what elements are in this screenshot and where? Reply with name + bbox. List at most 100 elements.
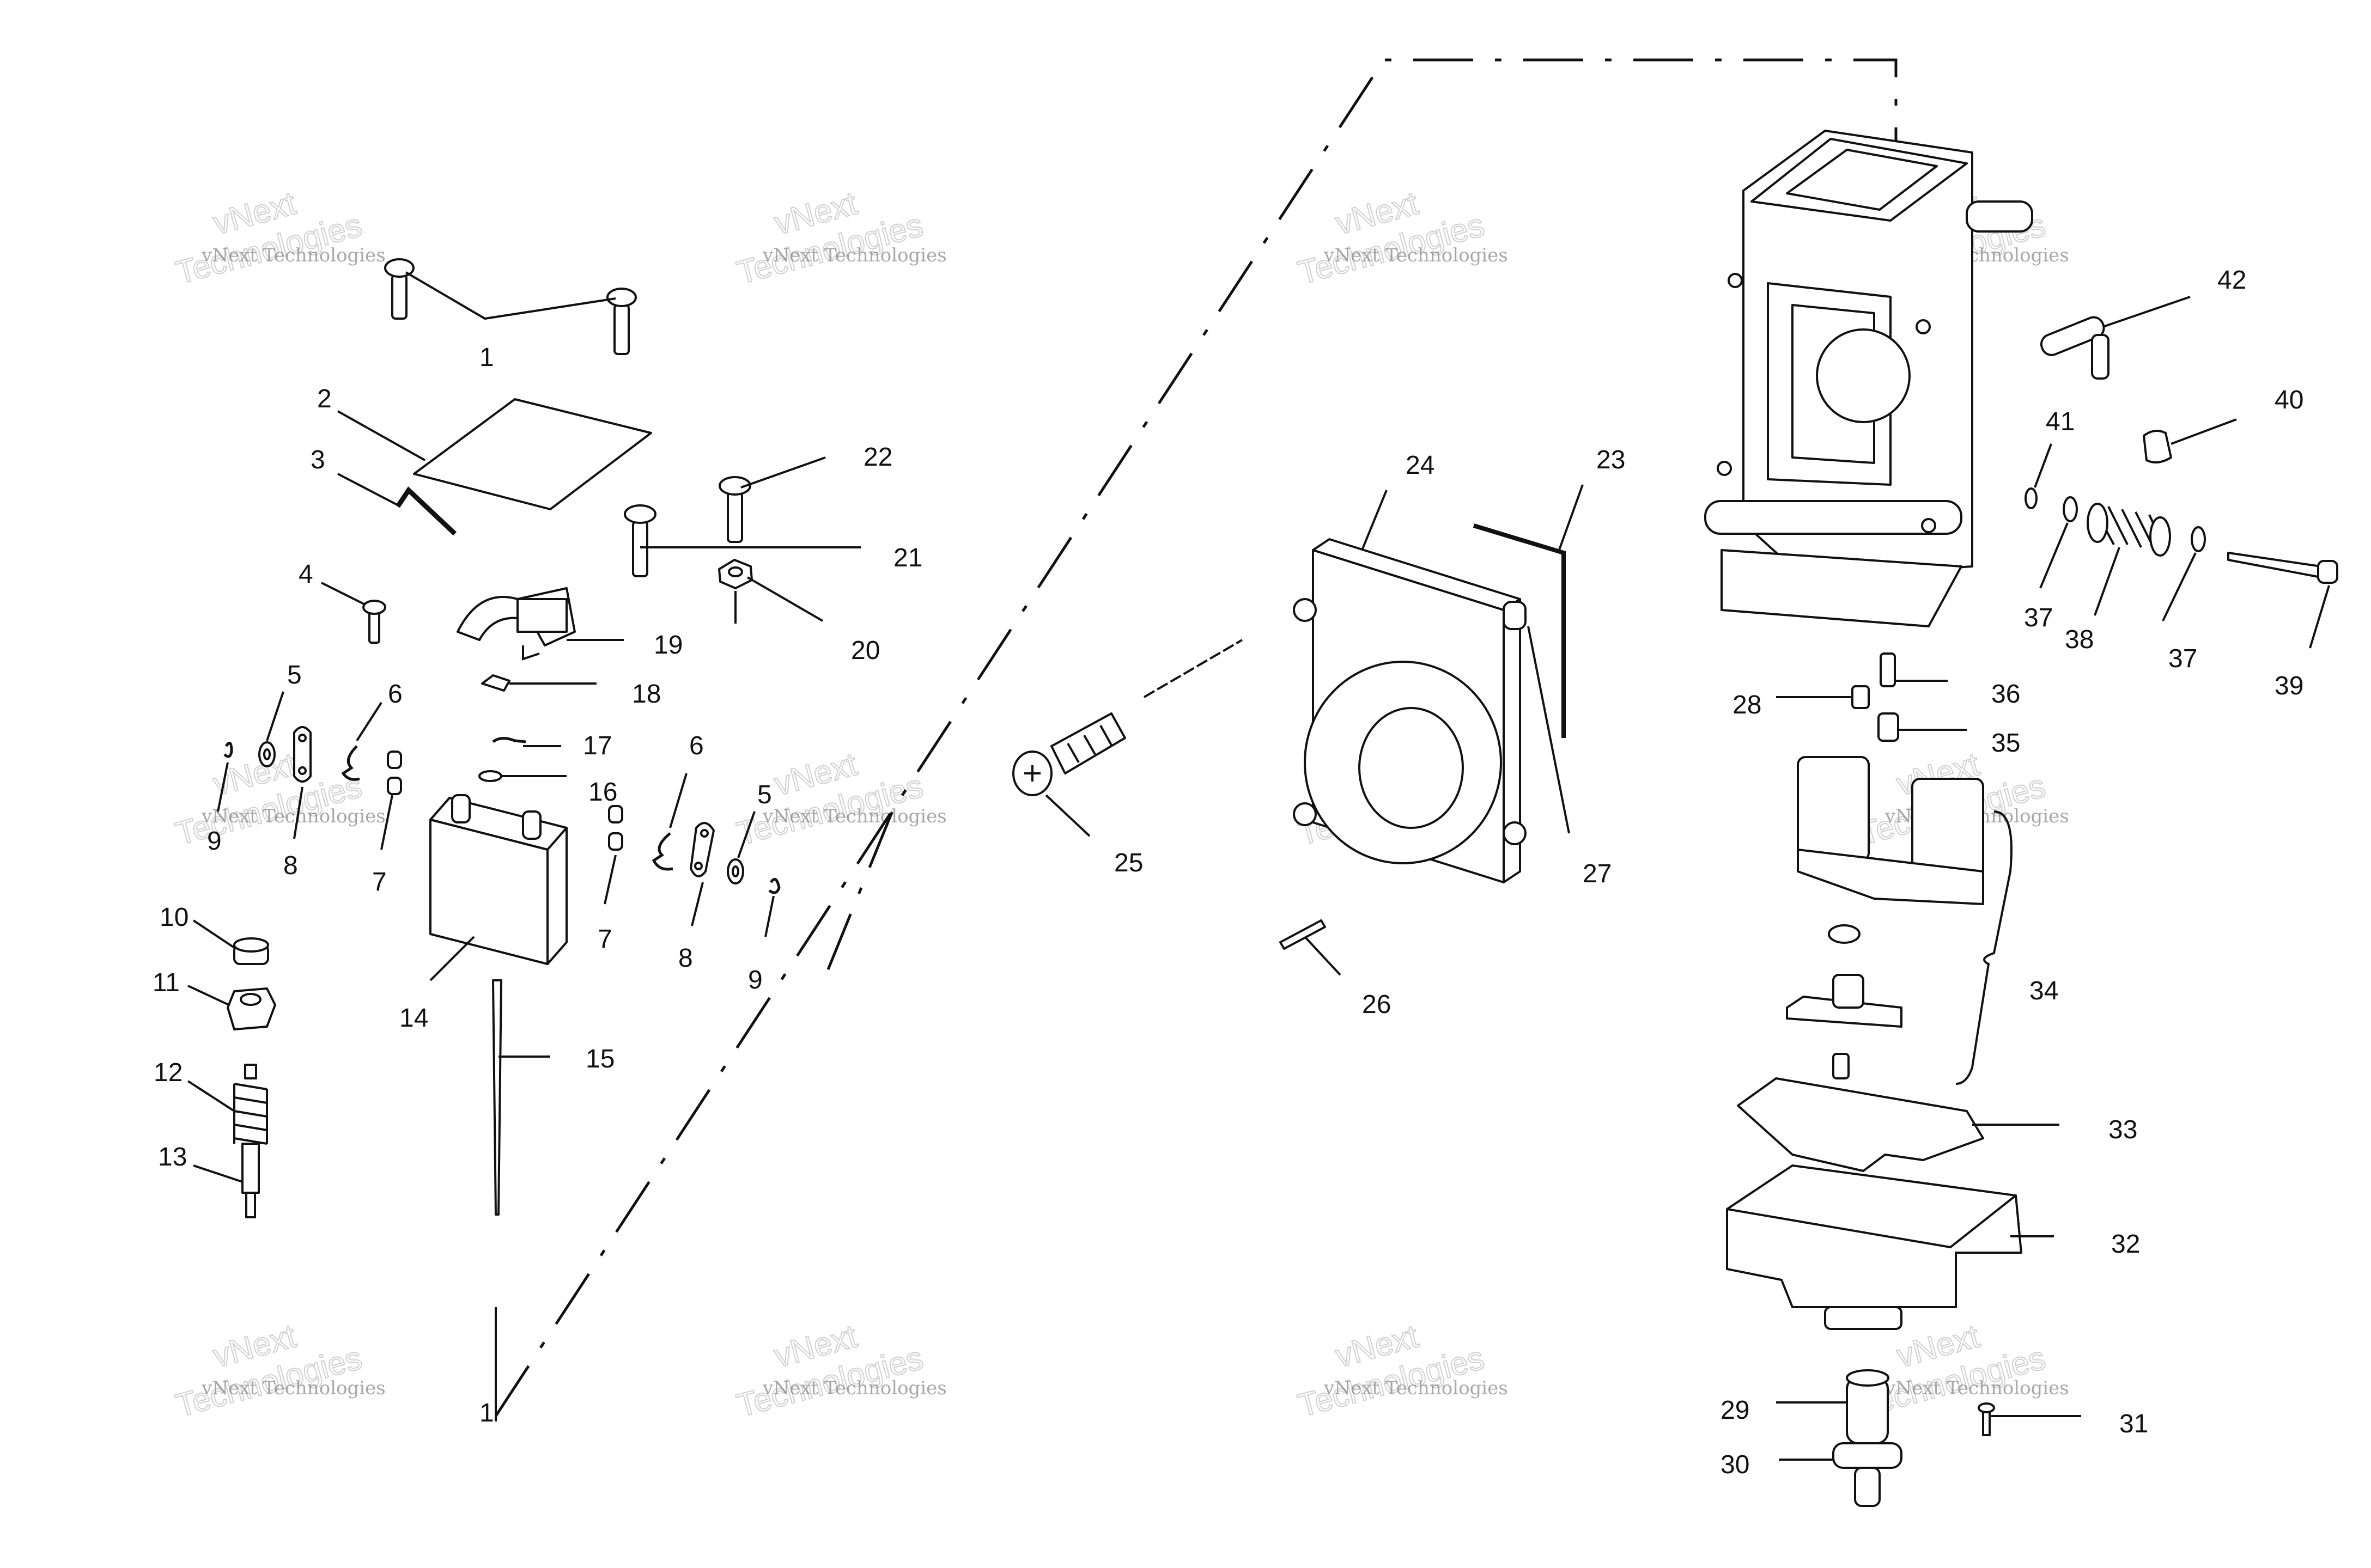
callout-39: 39 <box>2275 672 2303 700</box>
part-39-pilot-screw <box>2227 552 2338 584</box>
callout-10: 10 <box>160 903 189 932</box>
part-28-jet <box>1851 685 1870 709</box>
leader-9-left <box>217 762 229 812</box>
leader-6-right <box>669 773 688 828</box>
watermark: vNext Technologies <box>732 745 927 852</box>
callout-3: 3 <box>311 446 325 474</box>
leader-7-left <box>380 795 393 850</box>
leader-13 <box>193 1164 243 1183</box>
part-12-spring <box>233 1064 268 1145</box>
watermark: vNext Technologies <box>1293 1317 1488 1424</box>
leader-23 <box>1557 484 1584 553</box>
leader-5-right <box>737 811 756 858</box>
part-carburetor-body <box>1704 130 2033 627</box>
callout-37-b: 37 <box>2168 644 2197 673</box>
leader-37-a <box>2039 522 2069 589</box>
callout-26: 26 <box>1362 990 1391 1019</box>
part-17-e-clip <box>492 737 526 743</box>
watermark-small: vNext Technologies <box>1323 245 1508 266</box>
leader-24 <box>1361 490 1388 551</box>
callout-5-left: 5 <box>287 661 302 690</box>
part-40-cap <box>2143 430 2172 463</box>
part-7-bushings-right <box>608 805 623 851</box>
callout-5-right: 5 <box>757 780 772 809</box>
part-37-washer-a <box>2063 496 2078 522</box>
watermark: vNext Technologies <box>1293 184 1488 291</box>
leader-22 <box>740 456 826 489</box>
leader-12 <box>187 1080 235 1112</box>
part-37-washer-b <box>2191 526 2206 552</box>
callout-9-right: 9 <box>748 966 763 995</box>
part-29-30-drain-fitting <box>1832 1369 1902 1507</box>
part-8-link-left <box>293 726 312 783</box>
leader-10 <box>192 919 235 949</box>
callout-4: 4 <box>299 560 313 589</box>
callout-6-left: 6 <box>388 680 403 709</box>
part-18-clip <box>481 674 510 692</box>
part-2-cover-plate <box>413 398 652 510</box>
callout-41: 41 <box>2046 407 2075 436</box>
leader-14 <box>429 936 475 981</box>
leader-26 <box>1304 936 1341 976</box>
leader-3 <box>337 473 401 508</box>
part-1-screws <box>384 258 637 355</box>
leader-4 <box>321 582 366 606</box>
assembly-line-slide <box>826 795 901 970</box>
part-9-ring-right <box>768 877 781 894</box>
part-20-nut <box>718 559 753 589</box>
callout-42: 42 <box>2217 266 2246 295</box>
callout-15: 15 <box>586 1045 615 1073</box>
callout-17: 17 <box>583 731 612 760</box>
callout-23: 23 <box>1596 446 1625 474</box>
callout-38: 38 <box>2065 625 2094 654</box>
leader-5-left <box>266 691 284 741</box>
part-25-screw <box>1012 712 1126 796</box>
callout-32: 32 <box>2111 1230 2140 1259</box>
callout-16: 16 <box>588 778 617 807</box>
part-34-float-assembly <box>1786 756 1984 1079</box>
watermark: vNext Technologies <box>171 1317 366 1424</box>
callout-2: 2 <box>317 385 332 413</box>
callout-8-left: 8 <box>283 851 298 880</box>
part-16-washer <box>478 770 502 782</box>
leader-8-right <box>691 882 704 926</box>
callout-30: 30 <box>1721 1450 1749 1479</box>
leader-41 <box>2034 443 2052 488</box>
part-6-clip-right <box>652 832 673 871</box>
part-33-gasket <box>1737 1077 1984 1172</box>
watermark-small: vNext Technologies <box>762 245 947 266</box>
watermark-small: vNext Technologies <box>762 806 947 827</box>
callout-35: 35 <box>1991 729 2020 758</box>
part-6-clip-left <box>341 745 360 781</box>
part-42-fitting <box>2040 316 2109 380</box>
callout-28: 28 <box>1732 691 1761 719</box>
watermark: vNext Technologies <box>732 1317 927 1424</box>
leader-38 <box>2094 547 2120 616</box>
callout-6-right: 6 <box>689 731 704 760</box>
leader-6-left <box>356 701 382 742</box>
part-19-bracket <box>457 587 576 661</box>
part-41-o-ring <box>2025 487 2038 509</box>
callout-18: 18 <box>632 680 661 709</box>
leader-42 <box>2102 296 2191 328</box>
part-8-link-right <box>690 822 715 877</box>
assembly-line-main <box>494 58 1898 1417</box>
callout-22: 22 <box>864 443 892 472</box>
watermark-small: vNext Technologies <box>201 245 386 266</box>
callout-25: 25 <box>1114 849 1143 877</box>
part-3-wire-clip <box>396 486 457 536</box>
leader-8-left <box>293 786 303 839</box>
watermark-small: vNext Technologies <box>762 1377 947 1399</box>
part-10-nut <box>233 937 269 965</box>
callout-20: 20 <box>851 636 880 665</box>
callout-37-a: 37 <box>2024 603 2053 632</box>
callout-7-right: 7 <box>598 925 612 954</box>
callout-29: 29 <box>1721 1396 1749 1425</box>
callout-7-left: 7 <box>372 868 387 896</box>
callout-36: 36 <box>1991 680 2020 709</box>
watermark: vNext Technologies <box>171 184 366 291</box>
bracket-34 <box>1955 810 2013 1085</box>
callout-34: 34 <box>2029 977 2058 1005</box>
part-9-ring-left <box>223 741 233 758</box>
